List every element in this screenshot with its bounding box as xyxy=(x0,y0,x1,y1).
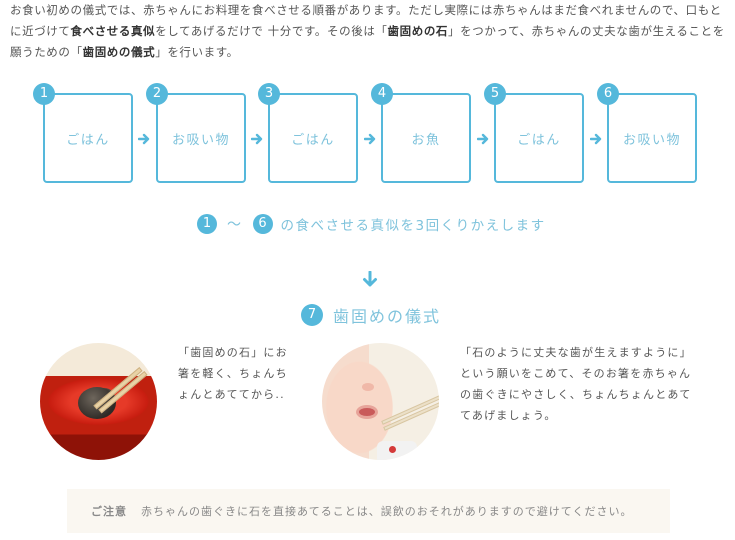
step-label: ごはん xyxy=(66,132,110,148)
step-number-badge: 4 xyxy=(371,83,393,105)
step-number-badge: 1 xyxy=(33,83,55,105)
step-label: お吸い物 xyxy=(171,132,230,148)
step-box-1: 1 ごはん xyxy=(33,83,133,183)
step-box-6: 6 お吸い物 xyxy=(597,83,697,183)
step-label: ごはん xyxy=(291,132,335,148)
ceremony-title: 歯固めの儀式 xyxy=(333,307,442,326)
step-label: お魚 xyxy=(411,132,441,148)
step-number-badge: 2 xyxy=(146,83,168,105)
arrow-down-icon xyxy=(363,271,377,287)
intro-text: お食い初めの儀式では、赤ちゃんにお料理を食べさせる順番があります。ただし実際には… xyxy=(10,3,722,38)
step-box-5: 5 ごはん xyxy=(484,83,584,183)
arrow-right-icon xyxy=(364,133,376,145)
step-box-2: 2 お吸い物 xyxy=(146,83,246,183)
intro-text: 」を行います。 xyxy=(155,45,239,59)
step-box-4: 4 お魚 xyxy=(371,83,471,183)
arrow-right-icon xyxy=(251,133,263,145)
step-number-badge: 6 xyxy=(597,83,619,105)
step-label: ごはん xyxy=(517,132,561,148)
baby-mouth-image xyxy=(356,405,378,419)
intro-text: 」をつかって、赤ちゃんの丈夫な歯が生えることを願うための「 xyxy=(10,24,725,59)
step-label: お吸い物 xyxy=(622,132,681,148)
step-number-badge: 3 xyxy=(258,83,280,105)
stone-caption: 「歯固めの石」にお箸を軽く、ちょんちょんとあててから.. xyxy=(178,346,288,401)
arrow-right-icon xyxy=(138,133,150,145)
intro-paragraph: お食い初めの儀式では、赤ちゃんにお料理を食べさせる順番があります。ただし実際には… xyxy=(10,0,730,63)
caution-notice: ご注意 赤ちゃんの歯ぐきに石を直接あてることは、誤飲のおそれがありますので避けて… xyxy=(67,489,670,533)
step-number-badge: 1 xyxy=(197,214,217,234)
repeat-text: の食べさせる真似を3回くりかえします xyxy=(280,218,546,234)
baby-photo xyxy=(322,343,439,460)
stone-photo xyxy=(40,343,157,460)
arrow-right-icon xyxy=(477,133,489,145)
baby-caption: 「石のように丈夫な歯が生えますように」という願いをこめて、そのお箸を赤ちゃんの歯… xyxy=(460,346,692,422)
repeat-instruction: 1 〜 6 の食べさせる真似を3回くりかえします xyxy=(197,214,546,234)
baby-clothes-image xyxy=(377,441,417,460)
range-tilde: 〜 xyxy=(227,217,243,233)
intro-emphasis: 歯固めの石 xyxy=(387,24,449,38)
caution-text: 赤ちゃんの歯ぐきに石を直接あてることは、誤飲のおそれがありますので避けてください… xyxy=(141,505,633,518)
caution-label: ご注意 xyxy=(91,505,127,518)
step-number-badge: 6 xyxy=(252,214,273,234)
step-number-badge: 7 xyxy=(301,304,323,326)
step-box-3: 3 ごはん xyxy=(258,83,358,183)
intro-text: をしてあげるだけで 十分です。その後は「 xyxy=(155,24,388,38)
intro-emphasis: 食べさせる真似 xyxy=(70,24,156,38)
step-number-badge: 5 xyxy=(484,83,506,105)
baby-nose-image xyxy=(362,383,374,391)
ceremony-heading: 7 歯固めの儀式 xyxy=(301,303,441,327)
arrow-right-icon xyxy=(590,133,602,145)
intro-emphasis: 歯固めの儀式 xyxy=(82,45,156,59)
